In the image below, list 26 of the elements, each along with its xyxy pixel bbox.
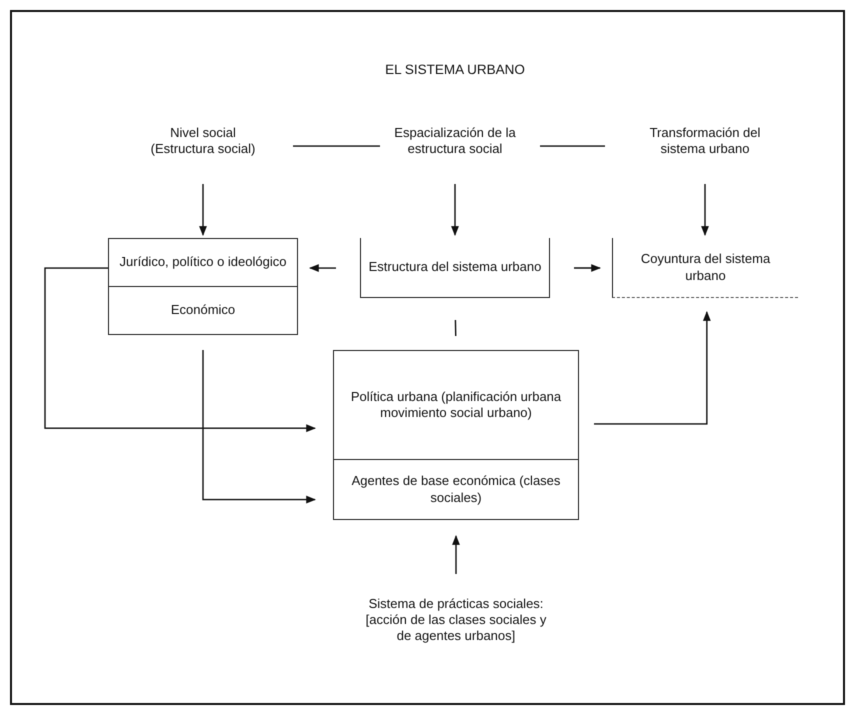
arrow [309, 264, 336, 272]
process-box [360, 238, 550, 298]
arrow [701, 184, 709, 236]
arrow [594, 311, 711, 425]
process-box [333, 350, 579, 520]
connector-line [293, 145, 380, 147]
arrow [574, 264, 601, 272]
arrow [202, 350, 316, 504]
arrow [451, 184, 459, 236]
process-box [108, 238, 298, 335]
node-label: Nivel social (Estructura social) [150, 124, 256, 158]
connector-line [540, 145, 605, 147]
arrow [199, 184, 207, 236]
node-label: Sistema de prácticas sociales: [acción de las clases sociales y de agentes urbanos] [364, 596, 548, 644]
box-subsection-label: Económico [170, 302, 236, 319]
diagram-title: EL SISTEMA URBANO [384, 62, 526, 77]
node-label: Espacialización de la estructura social [393, 124, 517, 158]
connector-line [454, 320, 456, 336]
box-subsection-label: Agentes de base económica (clases sociales) [350, 473, 562, 506]
box-label: Política urbana (planificación urbana movimiento social urbano) [350, 388, 562, 422]
arrow [44, 267, 316, 432]
box-label: Jurídico, político o ideológico [120, 254, 286, 271]
box-label: Estructura del sistema urbano [368, 259, 542, 276]
node-label: Transformación del sistema urbano [648, 124, 762, 158]
arrow [452, 535, 460, 574]
box-label: Coyuntura del sistema urbano [640, 251, 772, 284]
